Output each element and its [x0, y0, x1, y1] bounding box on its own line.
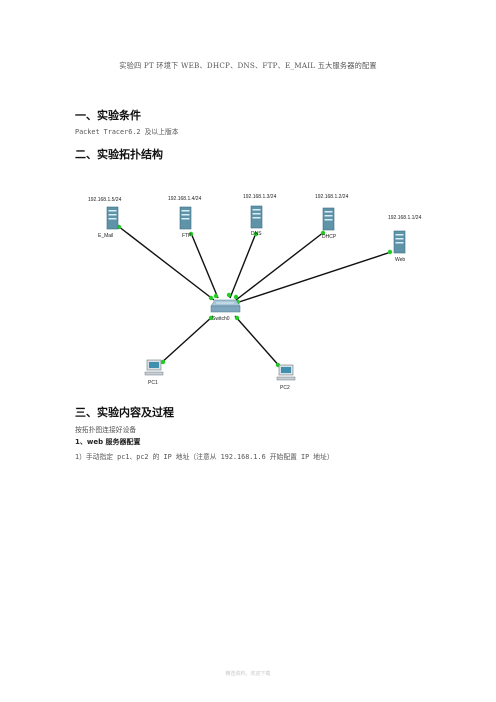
web-name-label: Web [395, 257, 405, 263]
server-ftp [179, 206, 192, 230]
link-ftp-switch [190, 232, 219, 299]
document-title: 实验四 PT 环境下 WEB、DHCP、DNS、FTP、E_MAIL 五大服务器… [119, 61, 377, 70]
footer-watermark: 精选资料，欢迎下载 [225, 671, 271, 677]
server-dhcp [322, 207, 335, 231]
process-intro: 按拓扑图连接好设备 [75, 426, 137, 434]
server-email [106, 206, 119, 230]
link-email-switch [117, 225, 215, 301]
link-dhcp-switch [235, 231, 325, 301]
switch-label: Switch0 [212, 316, 230, 322]
ftp-name-label: FTP [182, 233, 192, 239]
section-heading-process: 三、实验内容及过程 [75, 406, 174, 419]
link-switch-pc2 [234, 315, 282, 369]
dns-ip-label: 192.168.1.3/24 [243, 194, 277, 200]
subsection-web-config: 1、web 服务器配置 [75, 438, 141, 446]
server-web [393, 230, 406, 254]
link-dns-switch [229, 232, 257, 299]
link-web-switch [235, 251, 392, 304]
pc1-icon [144, 359, 164, 376]
dhcp-ip-label: 192.168.1.2/24 [315, 194, 349, 200]
pc2-label: PC2 [280, 385, 290, 391]
port-status-dots [116, 224, 393, 368]
pc1-label: PC1 [148, 380, 158, 386]
pc2-icon [276, 364, 296, 381]
link-switch-pc1 [159, 315, 214, 365]
conditions-text: Packet Tracer6.2 及以上版本 [75, 128, 179, 136]
section-heading-topology: 二、实验拓扑结构 [75, 148, 163, 161]
email-ip-label: 192.168.1.5/24 [88, 197, 122, 203]
step-1-text: 1）手动指定 pc1、pc2 的 IP 地址（注意从 192.168.1.6 开… [75, 453, 334, 461]
server-dns [250, 205, 263, 229]
dns-name-label: DNS [251, 231, 262, 237]
switch-icon [210, 299, 241, 313]
web-ip-label: 192.168.1.1/24 [388, 215, 422, 221]
topology-links [117, 225, 392, 369]
dhcp-name-label: DHCP [322, 234, 337, 240]
email-name-label: E_Mail [98, 233, 113, 239]
section-heading-conditions: 一、实验条件 [75, 109, 141, 122]
ftp-ip-label: 192.168.1.4/24 [168, 196, 202, 202]
